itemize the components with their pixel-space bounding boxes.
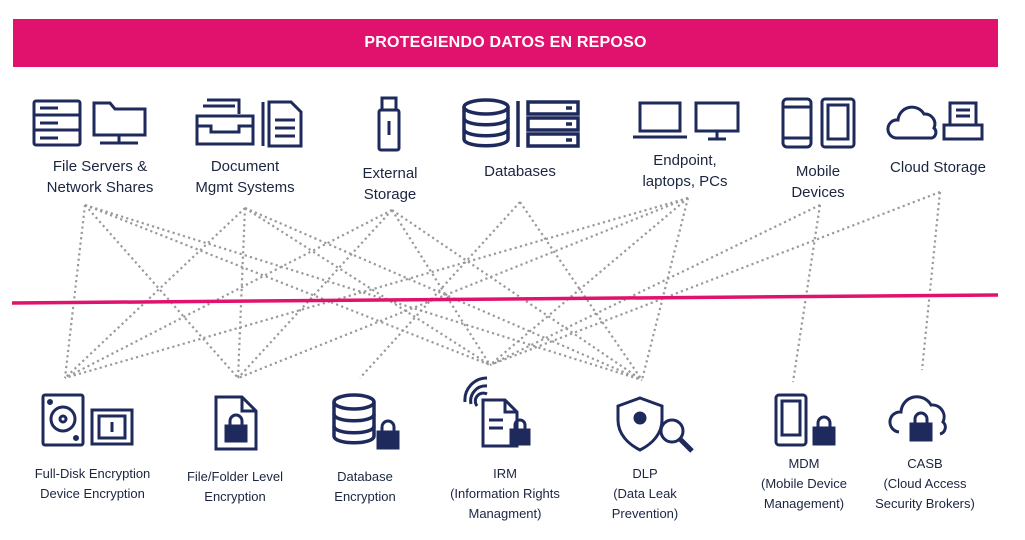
link-docmgmt-fde [64,207,246,379]
link-fileservers-filefolder [84,204,239,379]
link-mobile-irm [489,204,821,366]
link-cloud-irm [489,190,941,367]
link-docmgmt-dlp [244,206,643,382]
locked-tablet-icon [774,393,836,447]
cloud-storage-icons [886,101,984,141]
source-label-cloud-storage: Cloud Storage [890,159,986,176]
full-disk-encryption-icons [41,393,134,447]
databases-icons [462,98,580,148]
laptop-icon [633,101,687,139]
signal-locked-document-icon [463,376,531,448]
link-fileservers-dlp [84,203,643,382]
source-label-endpoint: Endpoint,laptops, PCs [642,152,728,190]
server-rack-icon [32,99,82,147]
shield-magnifier-icon [616,396,694,453]
link-external-fde [64,209,393,379]
safe-lock-icon [90,408,134,446]
file-servers-icons [32,99,147,147]
source-label-databases: Databases [484,163,556,180]
link-endpoint-fde [64,196,689,380]
link-mobile-mdm [791,204,822,383]
document-mgmt-icons [195,98,303,148]
tablet-icon [820,97,856,149]
locked-cloud-icon [888,395,947,442]
link-endpoint-irm [489,197,689,366]
server-stack-icon [516,100,580,148]
link-external-filefolder [237,209,393,379]
source-label-file-servers: File Servers &Network Shares [46,158,154,196]
mobile-devices-icons [781,97,856,149]
link-databases-dlp [519,201,643,381]
link-docmgmt-irm [244,207,491,366]
endpoint-icons [633,101,740,141]
locked-database-icon [332,393,400,450]
hard-disk-icon [41,393,85,447]
link-cloud-casb [920,191,942,371]
locked-file-icon [214,395,258,451]
banner-title: PROTEGIENDO DATOS EN REPOSO [364,34,647,51]
link-endpoint-dlp [640,197,690,381]
cloud-icon [886,105,938,140]
document-tray-icon [195,98,255,146]
title-banner: PROTEGIENDO DATOS EN REPOSO [13,19,998,67]
document-stack-icon [261,100,303,148]
divider-line [11,293,999,305]
padlock-icon [376,419,400,450]
database-icon [462,98,510,148]
link-fileservers-fde [63,204,87,379]
usb-drive-icon [377,96,401,152]
monitor-icon [694,101,740,141]
link-docmgmt-filefolder [236,207,247,379]
network-folder-icon [92,101,147,145]
link-fileservers-irm [84,203,491,367]
link-external-dlp [391,209,643,381]
link-databases-dbenc [359,201,521,379]
link-endpoint-filefolder [237,196,689,380]
link-external-irm [391,209,491,366]
smartphone-icon [781,97,813,149]
printer-icon [942,101,984,141]
